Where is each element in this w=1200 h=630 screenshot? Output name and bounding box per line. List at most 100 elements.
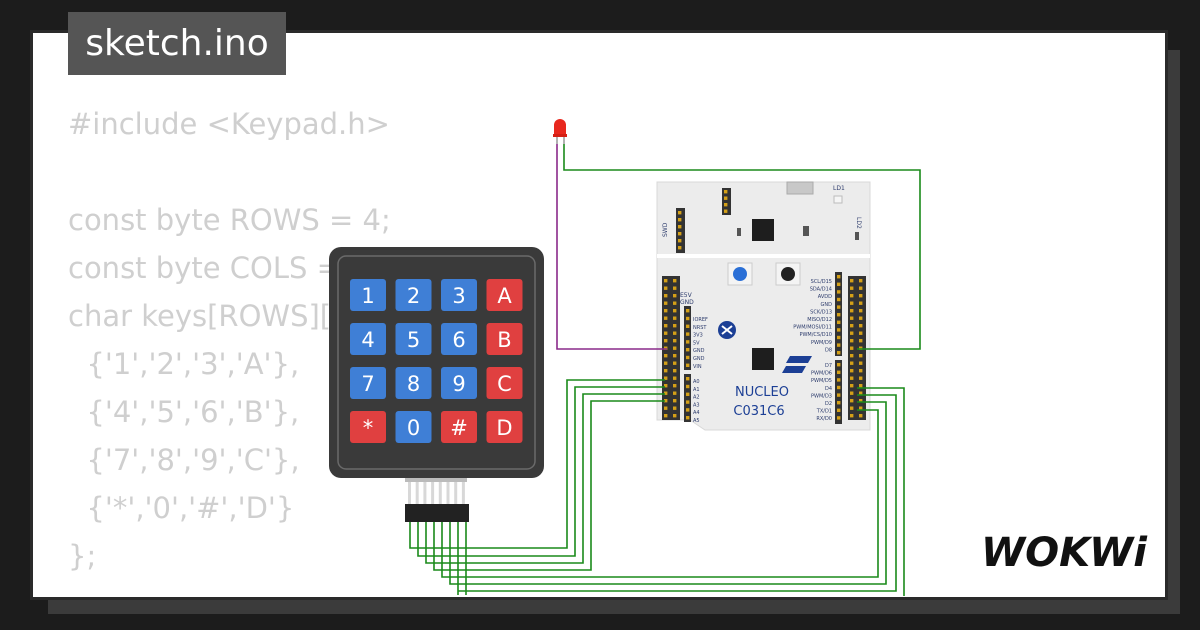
- keypad-key[interactable]: 9: [441, 367, 477, 399]
- board-name: NUCLEO: [735, 385, 789, 400]
- keypad-key[interactable]: 2: [395, 279, 432, 311]
- keypad-key[interactable]: 4: [350, 323, 386, 355]
- header-pin: [673, 384, 677, 388]
- keypad-border: [337, 255, 536, 470]
- keypad-key-cap[interactable]: [486, 279, 523, 311]
- header-pin: [859, 406, 863, 410]
- pin-label: D2: [825, 401, 832, 407]
- pin-label: RX/D0: [816, 416, 832, 422]
- keypad-key[interactable]: 0: [395, 411, 432, 443]
- file-tab[interactable]: sketch.ino: [68, 12, 286, 75]
- keypad-key[interactable]: 5: [395, 323, 432, 355]
- header-pin: [859, 286, 863, 290]
- keypad-key[interactable]: #: [441, 411, 477, 443]
- keypad-key-cap[interactable]: [441, 279, 477, 311]
- ld2-label: LD2: [855, 217, 862, 229]
- header-pin: [859, 414, 863, 418]
- keypad-key-cap[interactable]: [350, 279, 386, 311]
- wire-row4: [433, 400, 665, 571]
- pin-label: SDA/D14: [810, 287, 832, 293]
- header-pin: [673, 346, 677, 350]
- header-pin: [664, 324, 668, 328]
- header-pin: [850, 369, 854, 373]
- keypad-key[interactable]: B: [486, 323, 523, 355]
- red-led[interactable]: [553, 119, 567, 144]
- wire-col2: [449, 401, 887, 585]
- keypad-key-cap[interactable]: [486, 367, 523, 399]
- keypad-key[interactable]: 1: [350, 279, 386, 311]
- header-pins: [664, 190, 863, 420]
- header-pin: [837, 370, 841, 374]
- header-pin: [664, 399, 668, 403]
- keypad-key[interactable]: D: [486, 411, 523, 443]
- keypad-key-label: 9: [452, 372, 465, 396]
- keypad-key-label: 7: [361, 372, 374, 396]
- header-pin: [678, 246, 682, 250]
- header-pin: [859, 331, 863, 335]
- keypad-key-cap[interactable]: [441, 411, 477, 443]
- keypad-key-cap[interactable]: [395, 367, 432, 399]
- header-pin: [837, 297, 841, 302]
- header-pin: [859, 316, 863, 320]
- header-pin: [686, 363, 690, 367]
- keypad-key-cap[interactable]: [395, 411, 432, 443]
- pin-label: PWM/D5: [811, 378, 832, 384]
- pin-label: VIN: [693, 364, 702, 370]
- pin-label: PWM/CS/D10: [799, 332, 832, 338]
- keypad-key-cap[interactable]: [486, 411, 523, 443]
- pin-label: A3: [693, 402, 700, 408]
- pin-label: GND: [680, 299, 694, 306]
- ld1-led: [833, 195, 843, 204]
- keypad-ribbon: [408, 482, 465, 506]
- keypad-key-cap[interactable]: [395, 279, 432, 311]
- keypad-key[interactable]: *: [350, 411, 386, 443]
- user-button-cap[interactable]: [733, 267, 747, 281]
- keypad-key-label: 6: [452, 328, 465, 352]
- keypad-key-cap[interactable]: [441, 323, 477, 355]
- header-pin: [686, 309, 690, 313]
- header-pin: [686, 408, 690, 412]
- header-pin: [859, 279, 863, 283]
- header-pin: [664, 301, 668, 305]
- keypad-key[interactable]: 8: [395, 367, 432, 399]
- code-line: {'4','5','6','B'},: [68, 395, 300, 429]
- pin-label: D4: [825, 386, 832, 392]
- header-pin: [859, 384, 863, 388]
- header-pin: [664, 414, 668, 418]
- keypad-key[interactable]: A: [486, 279, 523, 311]
- keypad-key-label: 3: [452, 284, 465, 308]
- header-pin: [664, 331, 668, 335]
- ribbon-pin: [461, 482, 465, 506]
- header-pin: [664, 309, 668, 313]
- keypad-key-cap[interactable]: [486, 323, 523, 355]
- code-line: };: [68, 539, 97, 573]
- ribbon-pin: [446, 482, 450, 506]
- header-pin: [837, 363, 841, 367]
- keypad-key-cap[interactable]: [350, 411, 386, 443]
- header-pin: [859, 399, 863, 403]
- header-pin: [859, 301, 863, 305]
- keypad-key[interactable]: 3: [441, 279, 477, 311]
- keypad-key[interactable]: 6: [441, 323, 477, 355]
- keypad-key-cap[interactable]: [441, 367, 477, 399]
- keypad-key[interactable]: C: [486, 367, 523, 399]
- pin-label: GND: [821, 302, 833, 308]
- keypad-key-label: *: [363, 416, 374, 440]
- reset-button-cap[interactable]: [781, 267, 795, 281]
- keypad-key-cap[interactable]: [350, 367, 386, 399]
- pin-label: GND: [693, 348, 705, 354]
- keypad-key[interactable]: 7: [350, 367, 386, 399]
- header-pin: [686, 377, 690, 381]
- left-power-header: [684, 306, 691, 370]
- header-pin: [673, 361, 677, 365]
- keypad-key-cap[interactable]: [350, 323, 386, 355]
- header-pin: [859, 294, 863, 298]
- keypad-key-cap[interactable]: [395, 323, 432, 355]
- keypad-key-label: C: [497, 372, 512, 396]
- pin-label: SCL/D15: [811, 279, 832, 285]
- header-pin: [686, 340, 690, 344]
- header-pin: [686, 416, 690, 420]
